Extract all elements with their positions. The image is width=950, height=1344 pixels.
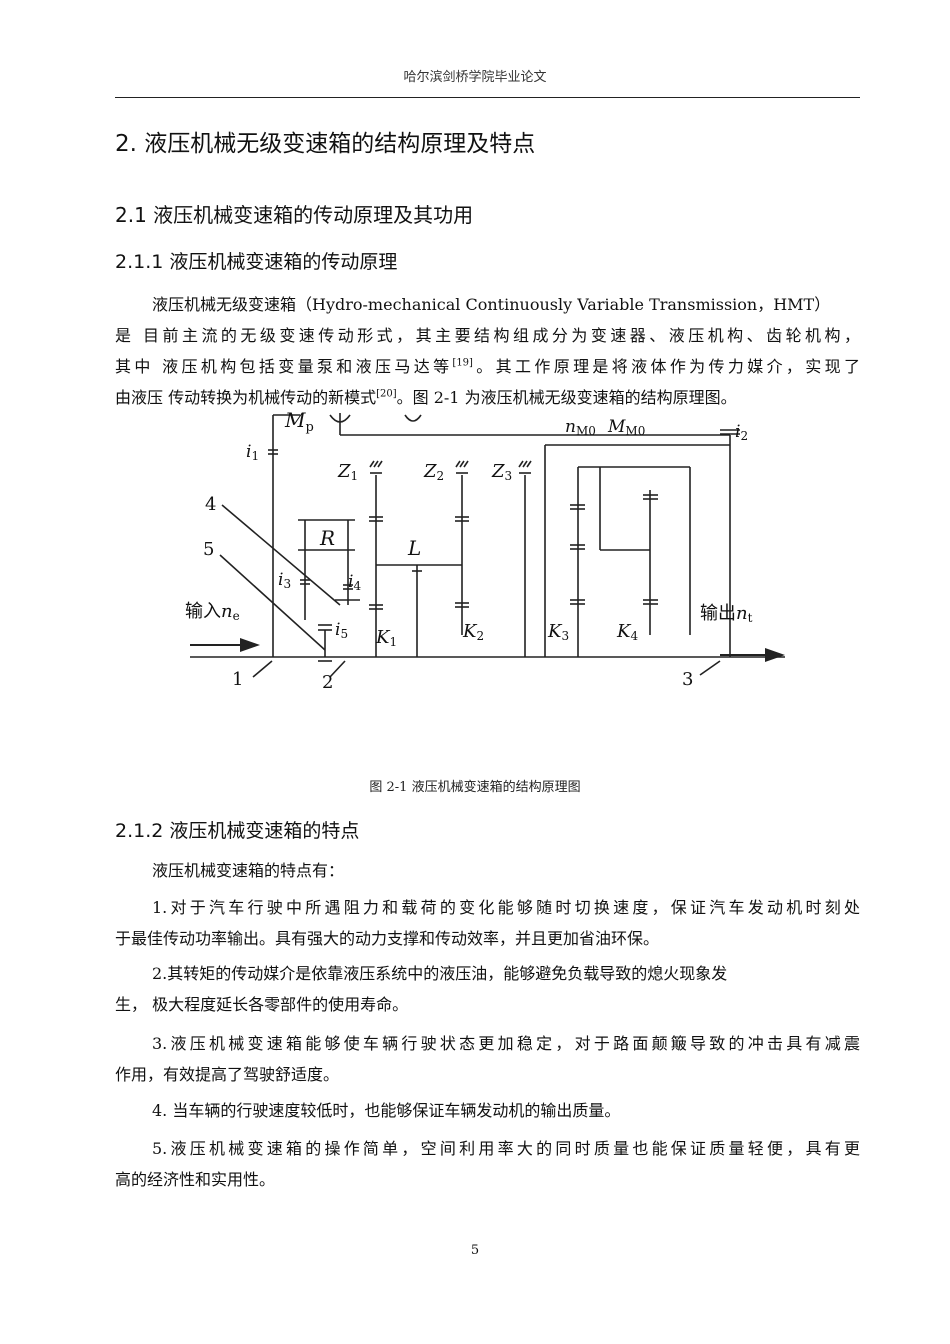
- label-num-3: 3: [682, 669, 693, 690]
- transmission-diagram: Mp nM0 MM0 i1 i2 i3 i4 i5 Z1 Z2 Z3 R L K…: [185, 408, 785, 693]
- label-i1: i1: [246, 442, 259, 463]
- output-arrow-icon: [720, 648, 785, 662]
- feature-1-line-2: 于最佳传动功率输出。具有强大的动力支撑和传动效率，并且更加省油环保。: [115, 929, 660, 948]
- intro-line-4-a: 由液压 传动转换为机械传动的新模式: [115, 388, 377, 407]
- label-i3: i3: [278, 570, 291, 591]
- intro-line-3-a: 其中 液压机构包括变量泵和液压马达等: [115, 357, 453, 376]
- feature-2-line-1: 2.其转矩的传动媒介是依靠液压系统中的液压油，能够避免负载导致的熄火现象发: [152, 964, 728, 983]
- feature-4-line-1: 4. 当车辆的行驶速度较低时，也能够保证车辆发动机的输出质量。: [152, 1101, 621, 1120]
- page-header: 哈尔滨剑桥学院毕业论文: [403, 70, 547, 85]
- label-i2: i2: [735, 422, 748, 443]
- feature-item-5: 5.液压机械变速箱的操作简单，空间利用率大的同时质量也能保证质量轻便，具有更 高…: [115, 1133, 860, 1195]
- feature-5-line-1: 5.液压机械变速箱的操作简单，空间利用率大的同时质量也能保证质量轻便，具有更: [152, 1139, 860, 1158]
- label-num-5: 5: [203, 539, 214, 560]
- diagram-symbols: Mp nM0 MM0 i1 i2 i3 i4 i5 Z1 Z2 Z3 R L K…: [246, 408, 748, 649]
- diagram-lines: [190, 413, 785, 678]
- label-nm0: nM0: [565, 417, 596, 438]
- feature-item-3: 3.液压机械变速箱能够使车辆行驶状态更加稳定，对于路面颠簸导致的冲击具有减震 作…: [115, 1028, 860, 1090]
- page-number: 5: [470, 1243, 480, 1258]
- label-l: L: [407, 536, 421, 560]
- intro-line-3-b: 。其工作原理是将液体作为传力媒介，实现了: [472, 357, 860, 376]
- label-i5: i5: [335, 620, 348, 641]
- feature-item-1: 1.对于汽车行驶中所遇阻力和载荷的变化能够随时切换速度，保证汽车发动机时刻处 于…: [115, 892, 860, 954]
- figure-caption: 图 2-1 液压机械变速箱的结构原理图: [369, 780, 581, 795]
- label-output: 输出nt: [700, 603, 753, 625]
- header-rule: [115, 97, 860, 98]
- label-num-4: 4: [205, 494, 216, 515]
- input-arrow-icon: [190, 638, 260, 652]
- feature-3-line-2: 作用，有效提高了驾驶舒适度。: [115, 1065, 340, 1084]
- label-k1: K1: [375, 627, 397, 649]
- citation-19: [19]: [452, 357, 473, 369]
- feature-1-line-1: 1.对于汽车行驶中所遇阻力和载荷的变化能够随时切换速度，保证汽车发动机时刻处: [152, 898, 860, 917]
- intro-line-3: 其中 液压机构包括变量泵和液压马达等[19]。其工作原理是将液体作为传力媒介，实…: [115, 351, 860, 382]
- label-mm0: MM0: [607, 417, 645, 438]
- features-intro: 液压机械变速箱的特点有：: [115, 855, 860, 886]
- feature-item-4: 4. 当车辆的行驶速度较低时，也能够保证车辆发动机的输出质量。: [115, 1095, 860, 1126]
- feature-3-line-1: 3.液压机械变速箱能够使车辆行驶状态更加稳定，对于路面颠簸导致的冲击具有减震: [152, 1034, 860, 1053]
- intro-line-4-b: 。图 2-1 为液压机械无级变速箱的结构原理图。: [396, 388, 737, 407]
- label-num-2: 2: [322, 672, 333, 693]
- subsection-heading-features: 2.1.2 液压机械变速箱的特点: [115, 820, 360, 842]
- label-r: R: [319, 526, 335, 550]
- subsection-heading-principle: 2.1.1 液压机械变速箱的传动原理: [115, 251, 398, 273]
- feature-5-line-2: 高的经济性和实用性。: [115, 1170, 276, 1189]
- citation-20: [20]: [376, 388, 397, 400]
- intro-paragraph: 液压机械无级变速箱（Hydro-mechanical Continuously …: [115, 289, 860, 413]
- label-i4: i4: [348, 572, 361, 593]
- label-mp: Mp: [284, 408, 314, 435]
- feature-2-line-2: 生， 极大程度延长各零部件的使用寿命。: [115, 995, 409, 1014]
- label-z1: Z1: [337, 461, 358, 483]
- intro-line-1: 液压机械无级变速箱（Hydro-mechanical Continuously …: [152, 295, 831, 314]
- label-z2: Z2: [423, 461, 444, 483]
- feature-item-2: 2.其转矩的传动媒介是依靠液压系统中的液压油，能够避免负载导致的熄火现象发 生，…: [115, 958, 860, 1020]
- label-k4: K4: [616, 621, 638, 643]
- label-k2: K2: [462, 621, 484, 643]
- intro-line-2: 是 目前主流的无级变速传动形式，其主要结构组成分为变速器、液压机构、齿轮机构，: [115, 326, 860, 345]
- label-z3: Z3: [491, 461, 512, 483]
- section-heading: 2.1 液压机械变速箱的传动原理及其功用: [115, 203, 474, 227]
- diagram-numbers: 4 5 1 2 3: [203, 494, 693, 693]
- label-num-1: 1: [232, 669, 243, 690]
- features-intro-line: 液压机械变速箱的特点有：: [152, 861, 345, 880]
- chapter-heading: 2. 液压机械无级变速箱的结构原理及特点: [115, 131, 536, 157]
- label-k3: K3: [547, 621, 569, 643]
- intro-line-4: 由液压 传动转换为机械传动的新模式[20]。图 2-1 为液压机械无级变速箱的结…: [115, 382, 860, 413]
- label-input: 输入ne: [185, 601, 240, 623]
